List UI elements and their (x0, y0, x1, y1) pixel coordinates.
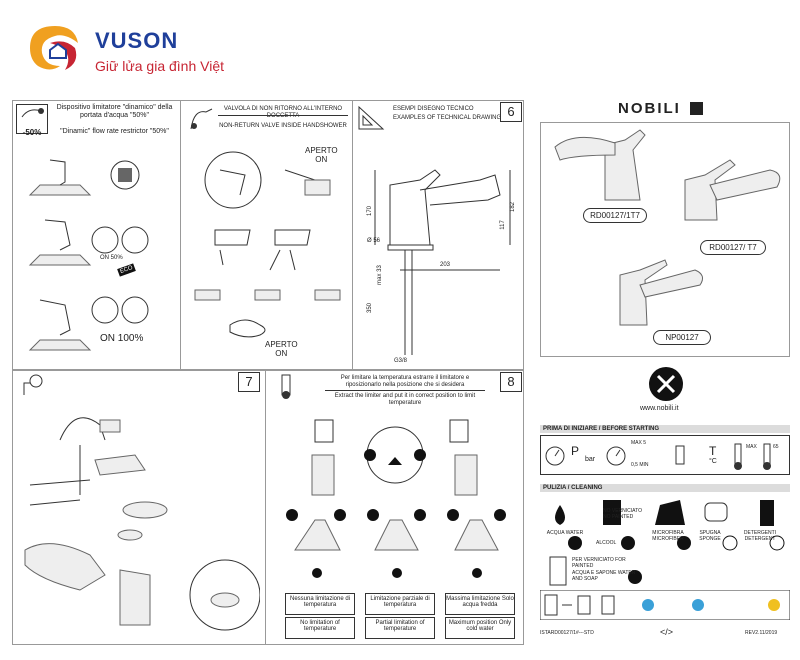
cleaning-icons (549, 500, 785, 586)
cleaning-header: PULIZIA / CLEANING (540, 484, 790, 492)
model-label-2: RD00127/ T7 (700, 240, 766, 255)
valve-title-en: NON-RETURN VALVE INSIDE HANDSHOWER (219, 123, 347, 129)
clean-microfiber-label: MICROFIBRA MICROFIBER (652, 530, 684, 542)
nobili-logo: NOBILI (618, 100, 681, 117)
page-number-7: 7 (238, 372, 260, 392)
valve-title-it: VALVOLA DI NON RITORNO ALL'INTERNO DOCCE… (223, 106, 343, 119)
clean-water-label: ACQUA WATER (546, 530, 584, 536)
option-none-it: Nessuna limitazione di temperatura (285, 593, 355, 615)
limiter-note-en: Extract the limiter and put it in correc… (334, 393, 476, 406)
flow-restrictor-illustrations (28, 159, 149, 351)
before-starting-section: PRIMA DI INIZIARE / BEFORE STARTING P ba… (540, 425, 790, 475)
limiter-note-it: Per limitare la temperatura estrarre il … (340, 375, 470, 388)
technical-drawing (374, 169, 511, 355)
flow-50-icon: -50% (16, 104, 48, 137)
on-100-label: ON 100% (100, 333, 144, 344)
clean-sponge-label: SPUGNA SPONGE (699, 530, 721, 542)
model-label-1: RD00127/1T7 (583, 208, 647, 223)
aperto-on-label-1: APERTO ON (305, 146, 338, 164)
brand-mark-icon (30, 26, 78, 70)
aperto-on-label-2: APERTO ON (265, 340, 298, 358)
page-number-6: 6 (500, 102, 522, 122)
flow-title-it: Dispositivo limitatore "dinamico" della … (56, 104, 173, 119)
clean-detergent-label: DETERGENTI DETERGENT (743, 530, 777, 542)
tools-icon (649, 367, 683, 401)
before-starting-icons: P bar 0,5 MIN MAX 5 T °C MAX 65 (540, 435, 790, 475)
ruler-triangle-icon (358, 105, 385, 130)
valve-illustrations (194, 151, 341, 338)
brand-logo (20, 18, 260, 88)
cleaning-section: PULIZIA / CLEANING (540, 484, 790, 492)
install-icon (23, 374, 43, 395)
option-partial-en: Partial limitation of temperature (365, 617, 435, 639)
valve-icon (190, 108, 213, 130)
option-partial-it: Limitazione parziale di temperatura (365, 593, 435, 615)
tech-title-en: EXAMPLES OF TECHNICAL DRAWING (393, 115, 502, 121)
option-none-en: No limitation of temperature (285, 617, 355, 639)
brand-name: VUSON (95, 28, 179, 53)
option-max-en: Maximum position Only cold water (445, 617, 515, 639)
thermometer-icon (281, 374, 291, 399)
website-link[interactable]: www.nobili.it (640, 405, 679, 412)
footer-code: ISTARD00127/1#---STD (540, 630, 594, 636)
option-max-it: Massima limitazione Solo acqua fredda (445, 593, 515, 615)
flow-title-en: "Dinamic" flow rate restrictor "50%" (60, 128, 169, 135)
disposal-icons (540, 590, 790, 620)
before-starting-header: PRIMA DI INIZIARE / BEFORE STARTING (540, 425, 790, 433)
clean-painted-label: PER VERNICIATO FOR PAINTED (572, 557, 626, 569)
assembly-diagram (24, 417, 260, 631)
tech-title-it: ESEMPI DISEGNO TECNICO (393, 106, 474, 112)
clean-nopainted-label: NO VERNICIATO NO PAINTED (603, 508, 642, 520)
clean-soap-label: ACQUA E SAPONE WATER AND SOAP (572, 570, 636, 582)
page-number-8: 8 (500, 372, 522, 392)
model-label-3: NP00127 (653, 330, 711, 345)
on-50-label: ON 50% (100, 255, 123, 261)
code-icon: </> (660, 627, 674, 637)
clean-alcohol-label: ALCOOL (596, 540, 617, 546)
sheet-bottom (12, 370, 524, 645)
sheet-top (12, 100, 524, 370)
brand-tagline: Giữ lửa gia đình Việt (95, 58, 225, 74)
cover-panel (540, 122, 790, 357)
temperature-limiter-diagram (286, 419, 506, 578)
faucet-models-illustration (554, 129, 781, 326)
footer-revision: REV2.11/2019 (745, 630, 778, 636)
